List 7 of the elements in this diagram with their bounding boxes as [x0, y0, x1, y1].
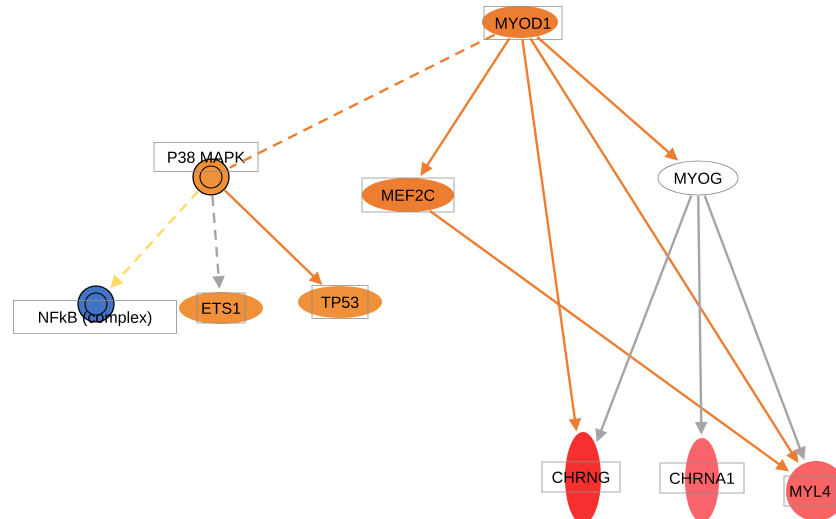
- gene-node: MYOG: [658, 160, 738, 196]
- gene-node: MYL4: [784, 461, 836, 519]
- gene-node: MYOD1: [482, 6, 562, 40]
- gene-node: P38 MAPK: [154, 142, 258, 196]
- gene-node: TP53: [298, 285, 382, 319]
- gene-node: ETS1: [179, 292, 263, 324]
- gene-node: MEF2C: [362, 178, 454, 212]
